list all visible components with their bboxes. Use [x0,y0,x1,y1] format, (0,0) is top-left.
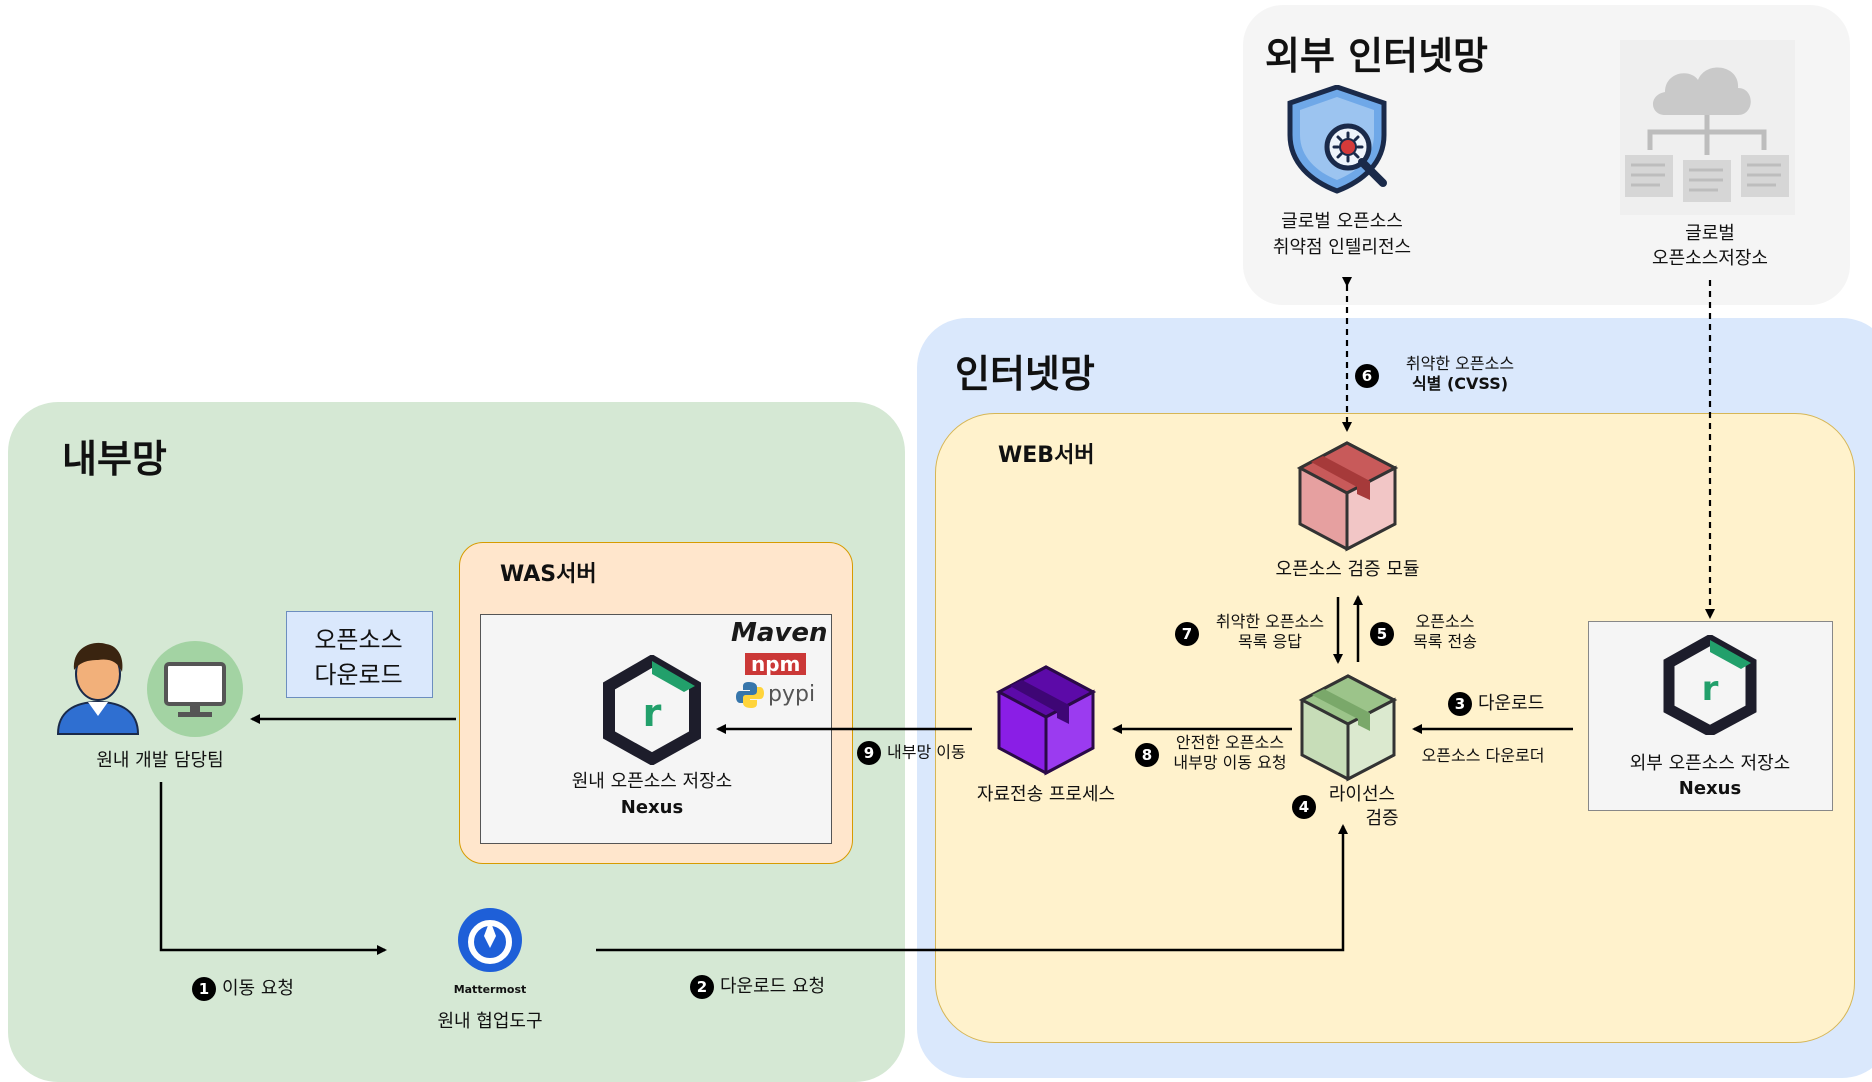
license-check-label-2: 검증 [1365,808,1399,829]
download-box [286,611,433,698]
internet-zone-title: 인터넷망 [955,352,1095,396]
internal-zone-title: 내부망 [62,437,167,481]
dev-team-label: 원내 개발 담당팀 [96,750,224,771]
monitor-icon [146,640,244,738]
download-box-text-2: 다운로드 [314,661,403,689]
step-5-number: 5 [1370,622,1394,646]
person-icon [54,638,142,736]
verify-module-cube-icon [1295,440,1400,552]
arrow-download-request [596,824,1348,952]
svg-text:r: r [1702,669,1719,709]
step-8-text-1: 안전한 오픈소스 [1175,733,1285,752]
license-check-cube-icon [1298,673,1398,783]
mattermost-icon [456,906,524,974]
external-nexus-icon: r [1663,633,1758,738]
global-repo-label-2: 오픈소스저장소 [1652,248,1768,269]
step-7-text-2: 목록 응답 [1238,632,1302,651]
step-7-number: 7 [1175,622,1199,646]
step-5-label: 5 오픈소스 목록 전송 [1370,612,1490,652]
step-8-label: 8 안전한 오픈소스 내부망 이동 요청 [1135,733,1295,773]
step-5-text-1: 오픈소스 [1415,612,1475,631]
step-5-text-2: 목록 전송 [1413,632,1477,651]
internal-repo-label-1: 원내 오픈소스 저장소 [571,771,733,792]
was-server-title: WAS서버 [500,562,597,587]
external-repo-box [1588,621,1833,811]
python-icon [735,680,765,710]
step-2-number: 2 [690,975,714,999]
external-repo-label-1: 외부 오픈소스 저장소 [1629,753,1791,774]
mattermost-logo-text: Mattermost [453,983,527,996]
verify-module-label: 오픈소스 검증 모듈 [1275,559,1420,580]
step-6-label: 6 취약한 오픈소스 식별 (CVSS) [1355,354,1535,394]
step-3-text: 다운로드 [1478,693,1545,714]
vuln-intel-label-2: 취약점 인텔리전스 [1272,237,1412,258]
step-2-label: 2 다운로드 요청 [690,975,825,999]
step-8-text-2: 내부망 이동 요청 [1173,753,1287,772]
vuln-intel-label-1: 글로벌 오픈소스 [1281,211,1403,232]
maven-logo: Maven [731,618,828,648]
step-3-number: 3 [1448,692,1472,716]
global-repo-label-1: 글로벌 [1685,223,1735,244]
external-repo-label-2: Nexus [1678,778,1742,799]
internal-repo-label-2: Nexus [620,797,684,818]
step-6-text-1: 취약한 오픈소스 [1405,354,1515,373]
step-9-number: 9 [857,741,881,765]
step-6-number: 6 [1355,364,1379,388]
step-9-text: 내부망 이동 [887,742,966,762]
shield-search-icon [1285,84,1400,195]
collab-tool-label: 원내 협업도구 [437,1011,543,1032]
step-6-text-2: 식별 (CVSS) [1411,374,1509,393]
step-1-text: 이동 요청 [222,978,294,999]
external-zone-title: 외부 인터넷망 [1265,34,1488,78]
step-7-text-1: 취약한 오픈소스 [1215,612,1325,631]
step-9-label: 9 내부망 이동 [857,741,966,765]
transfer-process-cube-icon [995,664,1097,776]
arrow-move-request [159,782,387,955]
web-server-title: WEB서버 [998,443,1095,468]
download-box-text-1: 오픈소스 [314,626,403,654]
step-3-label: 3 다운로드 [1448,692,1544,716]
step-8-number: 8 [1135,743,1159,767]
step-1-label: 1 이동 요청 [192,977,294,1001]
internal-nexus-icon: r [602,654,702,766]
step-1-number: 1 [192,977,216,1001]
npm-logo: npm [745,653,807,675]
step-7-label: 7 취약한 오픈소스 목록 응답 [1175,612,1335,652]
pypi-logo: pypi [768,682,816,707]
downloader-label: 오픈소스 다운로더 [1421,746,1545,765]
step-2-text: 다운로드 요청 [720,976,826,997]
step-4-number: 4 [1292,795,1316,819]
svg-text:r: r [643,691,662,735]
license-check-label-1: 라이선스 [1328,784,1396,805]
cloud-network-icon [1620,40,1795,215]
transfer-process-label: 자료전송 프로세스 [976,784,1116,805]
